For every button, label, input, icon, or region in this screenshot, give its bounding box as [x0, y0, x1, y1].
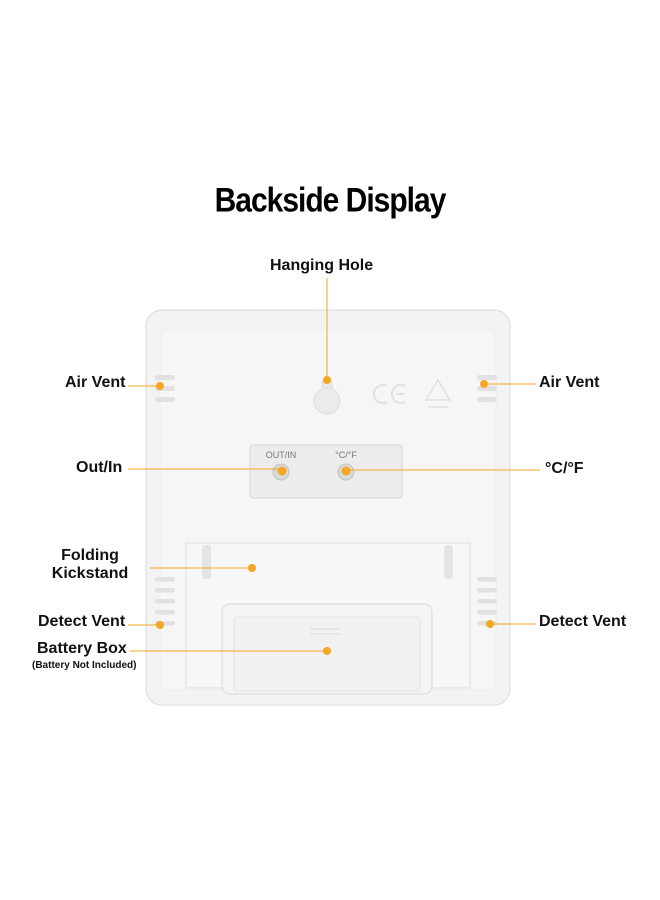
detect-vent-left: [155, 577, 175, 626]
c-f-button-label: °C/°F: [335, 450, 357, 460]
detect-vent-left-label: Detect Vent: [38, 613, 126, 630]
recycle-triangle-icon: [424, 378, 452, 408]
battery-note-label: (Battery Not Included): [32, 660, 137, 671]
hanging-hole-label: Hanging Hole: [270, 257, 374, 274]
air-vent-left-marker: [156, 382, 164, 390]
folding-kickstand-label-line2: Kickstand: [51, 565, 129, 582]
air-vent-right: [477, 375, 497, 402]
battery-box-label: Battery Box: [37, 640, 127, 657]
out-in-label: Out/In: [76, 459, 123, 476]
air-vent-left-label: Air Vent: [65, 374, 126, 391]
folding-kickstand-label-line1: Folding: [61, 547, 119, 564]
callout-dots: [156, 376, 494, 655]
button-recess: [249, 444, 403, 499]
air-vent-right-label: Air Vent: [539, 374, 600, 391]
ce-mark-icon: [372, 384, 406, 404]
battery-box-marker: [323, 647, 331, 655]
page-title: Backside Display: [214, 181, 447, 220]
hanging-hole-marker: [323, 376, 331, 384]
air-vent-right-marker: [480, 380, 488, 388]
celsius-fahrenheit-label: °C/°F: [545, 460, 584, 477]
folding-kickstand-label: Folding Kickstand: [40, 547, 140, 583]
out-in-button-label: OUT/IN: [266, 450, 297, 460]
detect-vent-right-marker: [486, 620, 494, 628]
detect-vent-left-marker: [156, 621, 164, 629]
detect-vent-right-label: Detect Vent: [539, 613, 627, 630]
callout-lines: [128, 278, 540, 652]
folding-kickstand-marker: [248, 564, 256, 572]
out-in-marker: [277, 466, 287, 476]
c-f-marker: [341, 466, 351, 476]
